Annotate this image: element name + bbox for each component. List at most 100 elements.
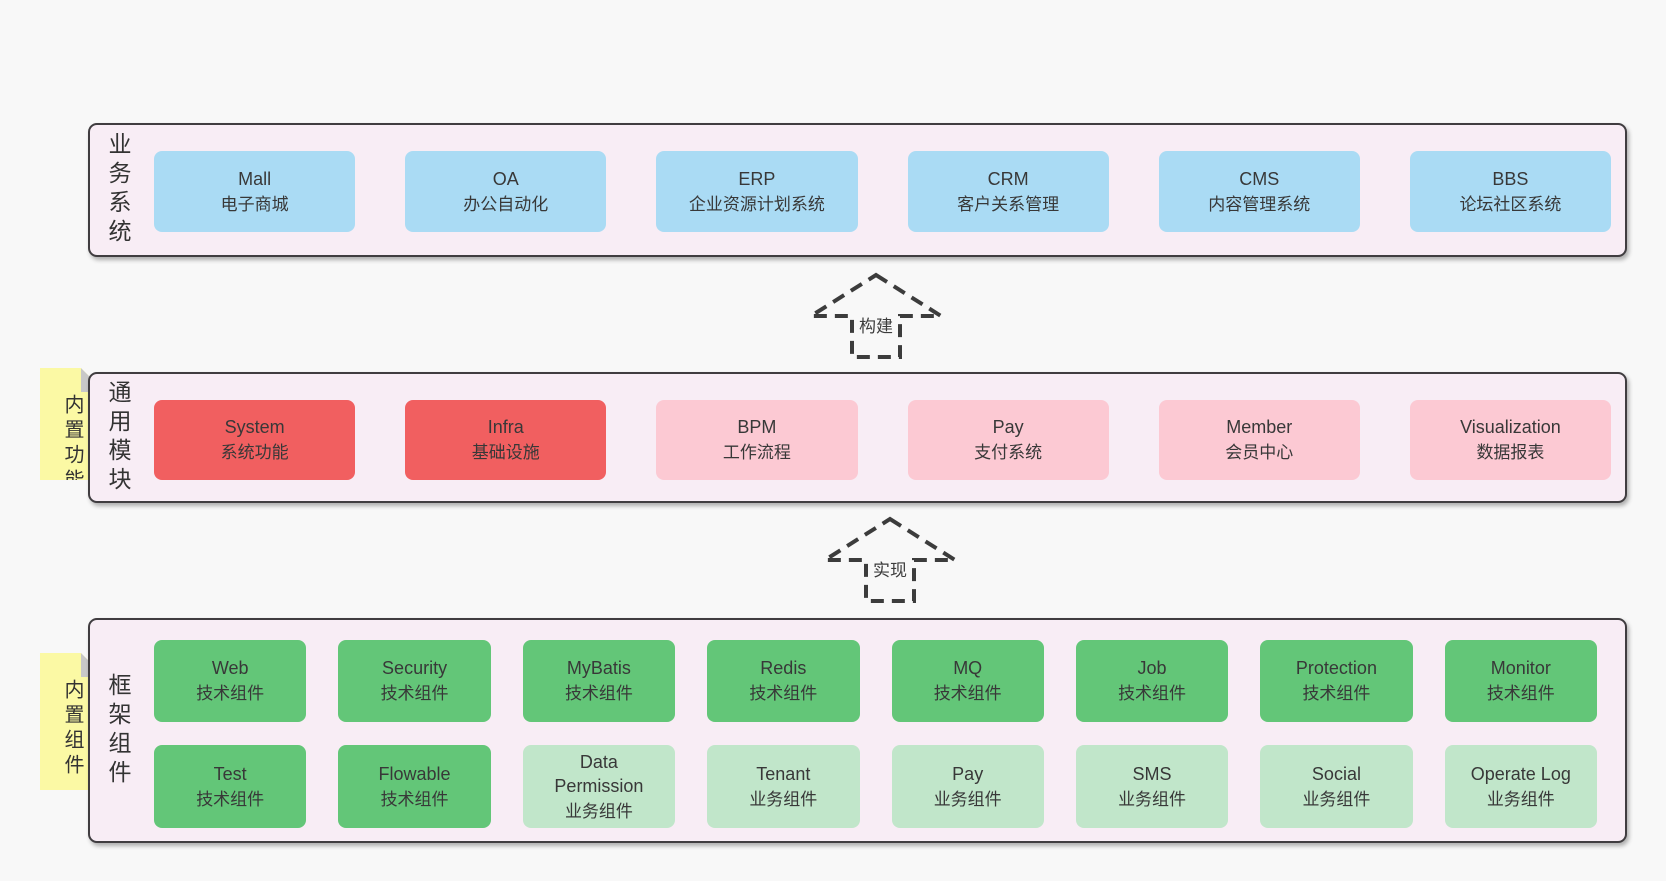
module-name-zh: 技术组件 [1302, 684, 1371, 703]
module-name-zh: 技术组件 [564, 684, 633, 703]
module-name-en: Social [1311, 763, 1361, 784]
module-name-zh: 系统功能 [220, 443, 289, 462]
module-name-en: Redis [760, 658, 807, 678]
module-box-bbs: BBS 论坛社区系统 [1409, 151, 1612, 232]
dashed-up-arrow-icon [808, 272, 944, 359]
module-name-zh: 技术组件 [749, 684, 818, 703]
module-name-zh: 业务组件 [564, 801, 633, 821]
sticky-note-label: 内置功能 [61, 394, 83, 494]
module-name-en: MQ [953, 658, 983, 678]
section-title-business-systems: 业务系统 [105, 132, 131, 248]
module-name-en: Test [213, 763, 247, 784]
module-box-web: Web 技术组件 [154, 640, 307, 722]
module-name-en: CRM [987, 168, 1029, 189]
arrow-up-build-icon: 构建 [808, 272, 944, 360]
module-name-zh: 业务组件 [1486, 789, 1555, 809]
module-name-zh: 办公自动化 [463, 194, 549, 214]
module-box-mq: MQ 技术组件 [891, 640, 1044, 722]
module-name-en: Operate Log [1470, 763, 1571, 784]
module-name-en: OA [492, 168, 519, 189]
business-systems-row: Mall 电子商城 OA 办公自动化 ERP 企业资源计划系统 CRM 客户关系… [154, 151, 1612, 232]
module-name-en: Flowable [378, 763, 451, 784]
module-name-en: Visualization [1460, 417, 1561, 437]
module-box-member: Member 会员中心 [1158, 400, 1360, 480]
module-box-pay-business: Pay 业务组件 [891, 745, 1044, 828]
module-name-zh: 技术组件 [1118, 684, 1187, 703]
module-name-en: Security [382, 658, 448, 678]
module-name-zh: 技术组件 [380, 789, 449, 809]
arrow-up-implement-icon: 实现 [822, 516, 958, 604]
module-name-en: Data Permission [554, 751, 644, 796]
module-name-en: Protection [1295, 658, 1377, 678]
module-name-en: Tenant [756, 763, 811, 784]
module-name-zh: 支付系统 [974, 443, 1043, 462]
module-name-en: CMS [1239, 168, 1280, 189]
module-name-zh: 业务组件 [749, 789, 818, 809]
module-box-pay: Pay 支付系统 [907, 400, 1109, 480]
module-name-en: Infra [487, 417, 524, 437]
section-title-common-modules: 通用模块 [105, 379, 131, 496]
module-name-en: Job [1137, 658, 1167, 678]
module-name-zh: 工作流程 [722, 443, 791, 462]
module-name-zh: 电子商城 [220, 194, 289, 214]
module-box-erp: ERP 企业资源计划系统 [656, 151, 858, 232]
sticky-note-label: 内置组件 [61, 679, 83, 779]
module-box-flowable: Flowable 技术组件 [338, 745, 491, 828]
section-framework-components: 框架组件 Web 技术组件 Security 技术组件 MyBatis 技术组件… [88, 618, 1627, 843]
module-name-en: System [224, 417, 285, 437]
module-name-en: Pay [992, 417, 1024, 437]
module-box-monitor: Monitor 技术组件 [1444, 640, 1597, 722]
module-box-sms: SMS 业务组件 [1075, 745, 1229, 828]
module-name-zh: 论坛社区系统 [1459, 194, 1562, 214]
module-box-social: Social 业务组件 [1260, 745, 1413, 828]
module-box-protection: Protection 技术组件 [1260, 640, 1413, 722]
module-name-en: Pay [952, 763, 984, 784]
module-name-zh: 数据报表 [1476, 443, 1545, 462]
module-name-zh: 业务组件 [1302, 789, 1371, 809]
module-name-zh: 技术组件 [196, 684, 265, 703]
arrow-label-build: 构建 [856, 312, 896, 337]
dashed-up-arrow-icon [822, 516, 958, 603]
module-box-operate-log: Operate Log 业务组件 [1444, 745, 1597, 828]
module-name-en: Web [211, 658, 249, 678]
module-box-tenant: Tenant 业务组件 [707, 745, 860, 828]
module-box-system: System 系统功能 [154, 400, 356, 480]
module-name-en: Monitor [1490, 658, 1551, 678]
module-name-en: SMS [1132, 763, 1172, 784]
module-box-oa: OA 办公自动化 [405, 151, 607, 232]
module-name-zh: 技术组件 [380, 684, 449, 703]
module-box-mybatis: MyBatis 技术组件 [522, 640, 676, 722]
module-name-en: BBS [1492, 168, 1529, 189]
module-name-zh: 业务组件 [933, 789, 1002, 809]
arrow-label-implement: 实现 [870, 556, 910, 581]
module-name-zh: 基础设施 [471, 443, 540, 462]
module-name-en: Member [1226, 417, 1293, 437]
module-name-zh: 客户关系管理 [957, 194, 1060, 214]
module-box-redis: Redis 技术组件 [707, 640, 860, 722]
module-box-infra: Infra 基础设施 [405, 400, 607, 480]
section-title-framework-components: 框架组件 [105, 672, 131, 789]
module-name-en: MyBatis [566, 658, 631, 678]
module-name-zh: 内容管理系统 [1208, 194, 1311, 214]
common-modules-row: System 系统功能 Infra 基础设施 BPM 工作流程 Pay 支付系统… [154, 400, 1612, 480]
framework-components-row-1: Web 技术组件 Security 技术组件 MyBatis 技术组件 Redi… [154, 640, 1597, 722]
framework-components-row-2: Test 技术组件 Flowable 技术组件 Data Permission … [154, 745, 1597, 828]
module-name-zh: 企业资源计划系统 [688, 194, 825, 214]
module-box-security: Security 技术组件 [338, 640, 491, 722]
module-box-job: Job 技术组件 [1075, 640, 1229, 722]
module-box-bpm: BPM 工作流程 [656, 400, 858, 480]
module-name-zh: 会员中心 [1225, 443, 1294, 462]
module-name-zh: 业务组件 [1118, 789, 1187, 809]
module-box-cms: CMS 内容管理系统 [1158, 151, 1360, 232]
module-name-zh: 技术组件 [196, 789, 265, 809]
section-business-systems: 业务系统 Mall 电子商城 OA 办公自动化 ERP 企业资源计划系统 CRM… [88, 123, 1627, 257]
module-box-data-permission: Data Permission 业务组件 [522, 745, 676, 828]
module-box-crm: CRM 客户关系管理 [907, 151, 1109, 232]
module-box-test: Test 技术组件 [154, 745, 307, 828]
module-name-en: BPM [737, 417, 777, 437]
module-name-zh: 技术组件 [933, 684, 1002, 703]
module-name-zh: 技术组件 [1486, 684, 1555, 703]
module-box-mall: Mall 电子商城 [154, 151, 356, 232]
module-name-en: Mall [238, 168, 272, 189]
